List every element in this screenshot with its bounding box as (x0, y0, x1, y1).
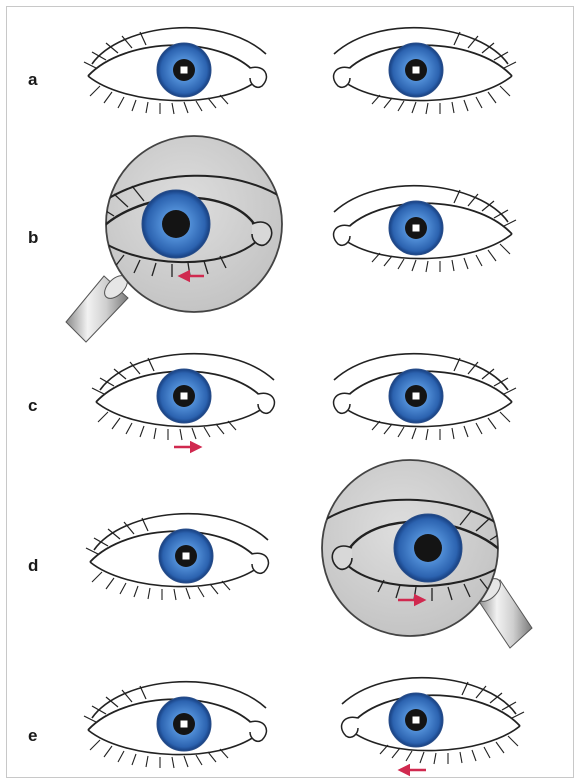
eye-right-c (334, 354, 516, 440)
eye-left-e (84, 682, 266, 768)
eye-left-a (84, 28, 266, 114)
row-d (86, 460, 532, 648)
row-b (66, 136, 516, 342)
eye-right-a (334, 28, 516, 114)
row-c (92, 354, 516, 447)
eye-left-c (92, 354, 274, 440)
eye-right-b (334, 186, 516, 272)
eye-left-d (86, 514, 268, 600)
eye-right-e (342, 678, 524, 764)
row-a (84, 28, 516, 114)
magnifier-icon (66, 271, 132, 342)
row-e (84, 678, 524, 770)
